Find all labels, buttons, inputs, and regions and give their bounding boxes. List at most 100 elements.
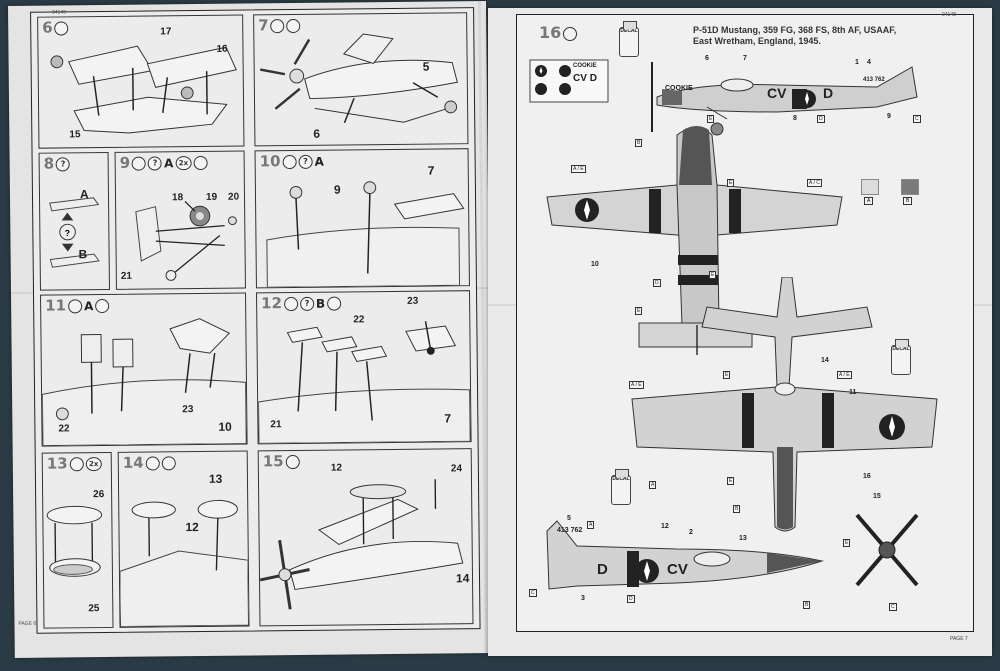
page-number: PAGE 7 — [950, 636, 968, 642]
option-icon — [56, 156, 71, 172]
paint-icon — [69, 456, 84, 471]
side-view-top — [651, 62, 918, 136]
part-callout: 25 — [88, 603, 100, 615]
paint-marker: C — [913, 115, 921, 123]
part-callout: 14 — [821, 357, 829, 364]
decal-icon: DECAL — [891, 339, 911, 375]
option-icon — [299, 296, 315, 311]
option-label: B — [315, 296, 326, 311]
steps-frame: 6 17 16 15 7 — [30, 7, 481, 634]
step-8-panel: 8 ? A B — [38, 151, 110, 291]
top-view-upper — [546, 126, 843, 355]
step-10-panel: 10A 9 7 — [254, 148, 470, 289]
part-callout: 7 — [444, 411, 452, 426]
option-label: A — [314, 154, 324, 169]
option-label: A — [164, 155, 174, 170]
part-callout: 15 — [873, 493, 881, 500]
part-callout: 14 — [455, 571, 470, 586]
glue-icon — [95, 298, 110, 313]
part-callout: 5 — [567, 515, 571, 522]
part-callout: 6 — [313, 126, 321, 141]
paint-icon — [67, 298, 83, 313]
part-callout: 5 — [422, 59, 430, 74]
instruction-sheet-left: 6 17 16 15 7 — [8, 0, 493, 658]
part-callout: 24 — [450, 463, 463, 475]
part-callout: 16 — [863, 473, 871, 480]
part-callout: 8 — [793, 115, 797, 122]
fuselage-letter: D — [597, 561, 608, 578]
part-callout: 10 — [591, 261, 599, 268]
instruction-sheet-right: 16 DECAL P-51D Mustang, 359 FG, 368 FS, … — [488, 8, 992, 656]
part-callout: 9 — [887, 113, 891, 120]
paint-marker: B — [803, 601, 811, 609]
paint-marker: A — [587, 521, 595, 529]
part-callout: 12 — [330, 462, 343, 474]
fuselage-code: CV — [767, 85, 787, 101]
step-6-panel: 6 17 16 15 — [37, 14, 245, 149]
painting-frame: 16 DECAL P-51D Mustang, 359 FG, 368 FS, … — [516, 14, 974, 632]
bottom-view — [631, 277, 938, 532]
paint-marker: C — [889, 603, 897, 611]
part-callout: 22 — [58, 423, 70, 435]
paint-icon — [270, 18, 285, 33]
step-12-panel: 12B 22 23 21 7 — [256, 290, 472, 445]
step-14-panel: 14 13 12 — [117, 450, 250, 628]
part-callout: 13 — [739, 535, 747, 542]
tail-serial: 413 762 — [557, 527, 583, 534]
paint-marker: E — [723, 371, 731, 379]
paint-marker: B — [733, 505, 741, 513]
option-icon — [148, 155, 163, 171]
step-number: 6 — [42, 18, 69, 37]
option-icon — [298, 154, 313, 169]
repeat-badge: 2x — [175, 155, 192, 170]
paint-marker: D — [627, 595, 635, 603]
tail-serial: 413 762 — [863, 77, 885, 83]
header-code: 04148 — [52, 9, 67, 16]
decal-icon: DECAL — [611, 469, 631, 505]
part-callout: 15 — [69, 129, 81, 141]
part-callout: 3 — [581, 595, 585, 602]
part-callout: 12 — [185, 520, 199, 535]
decal-codes: CV D — [573, 73, 597, 84]
paint-icon — [132, 156, 147, 171]
paint-marker: E — [843, 539, 851, 547]
color-swatch-a — [861, 179, 879, 195]
part-callout: 21 — [120, 270, 133, 282]
repeat-badge: 2x — [85, 456, 102, 471]
page-number: PAGE 6 — [18, 620, 37, 627]
part-callout: 18 — [171, 192, 184, 204]
nose-art-name: COOKIE — [665, 85, 693, 92]
fuselage-code: CV — [667, 561, 688, 578]
paint-marker: A — [649, 481, 657, 489]
propeller-view — [855, 513, 919, 587]
paint-marker: B — [635, 139, 643, 147]
option-label: A — [79, 187, 89, 202]
color-swatch-b — [901, 179, 919, 195]
fuselage-letter: D — [823, 85, 834, 101]
part-callout: 19 — [205, 191, 218, 203]
decal-nose-name: COOKIE — [573, 63, 597, 69]
part-callout: 23 — [407, 295, 419, 307]
color-label: B — [903, 197, 913, 205]
option-label: B — [78, 247, 88, 262]
part-callout: 23 — [182, 404, 194, 416]
step-number: 8 — [44, 154, 71, 173]
part-callout: 20 — [227, 191, 240, 203]
scheme-title: P-51D Mustang, 359 FG, 368 FS, 8th AF, U… — [693, 25, 897, 46]
paint-marker: C — [529, 589, 537, 597]
paint-marker: E — [707, 115, 715, 123]
paint-marker: E — [635, 307, 643, 315]
paint-marker: E — [727, 477, 735, 485]
step-number: 14 — [123, 453, 176, 472]
step-7-panel: 7 5 6 — [253, 12, 469, 147]
part-callout: 9 — [333, 182, 341, 197]
part-callout: 7 — [743, 55, 747, 62]
paint-marker: E — [727, 179, 735, 187]
paint-icon — [145, 455, 160, 471]
step-number: 9A2x — [120, 153, 208, 172]
paint-marker: A / E — [629, 381, 644, 389]
decal-sheet — [529, 59, 609, 103]
paint-marker: A / E — [571, 165, 586, 173]
